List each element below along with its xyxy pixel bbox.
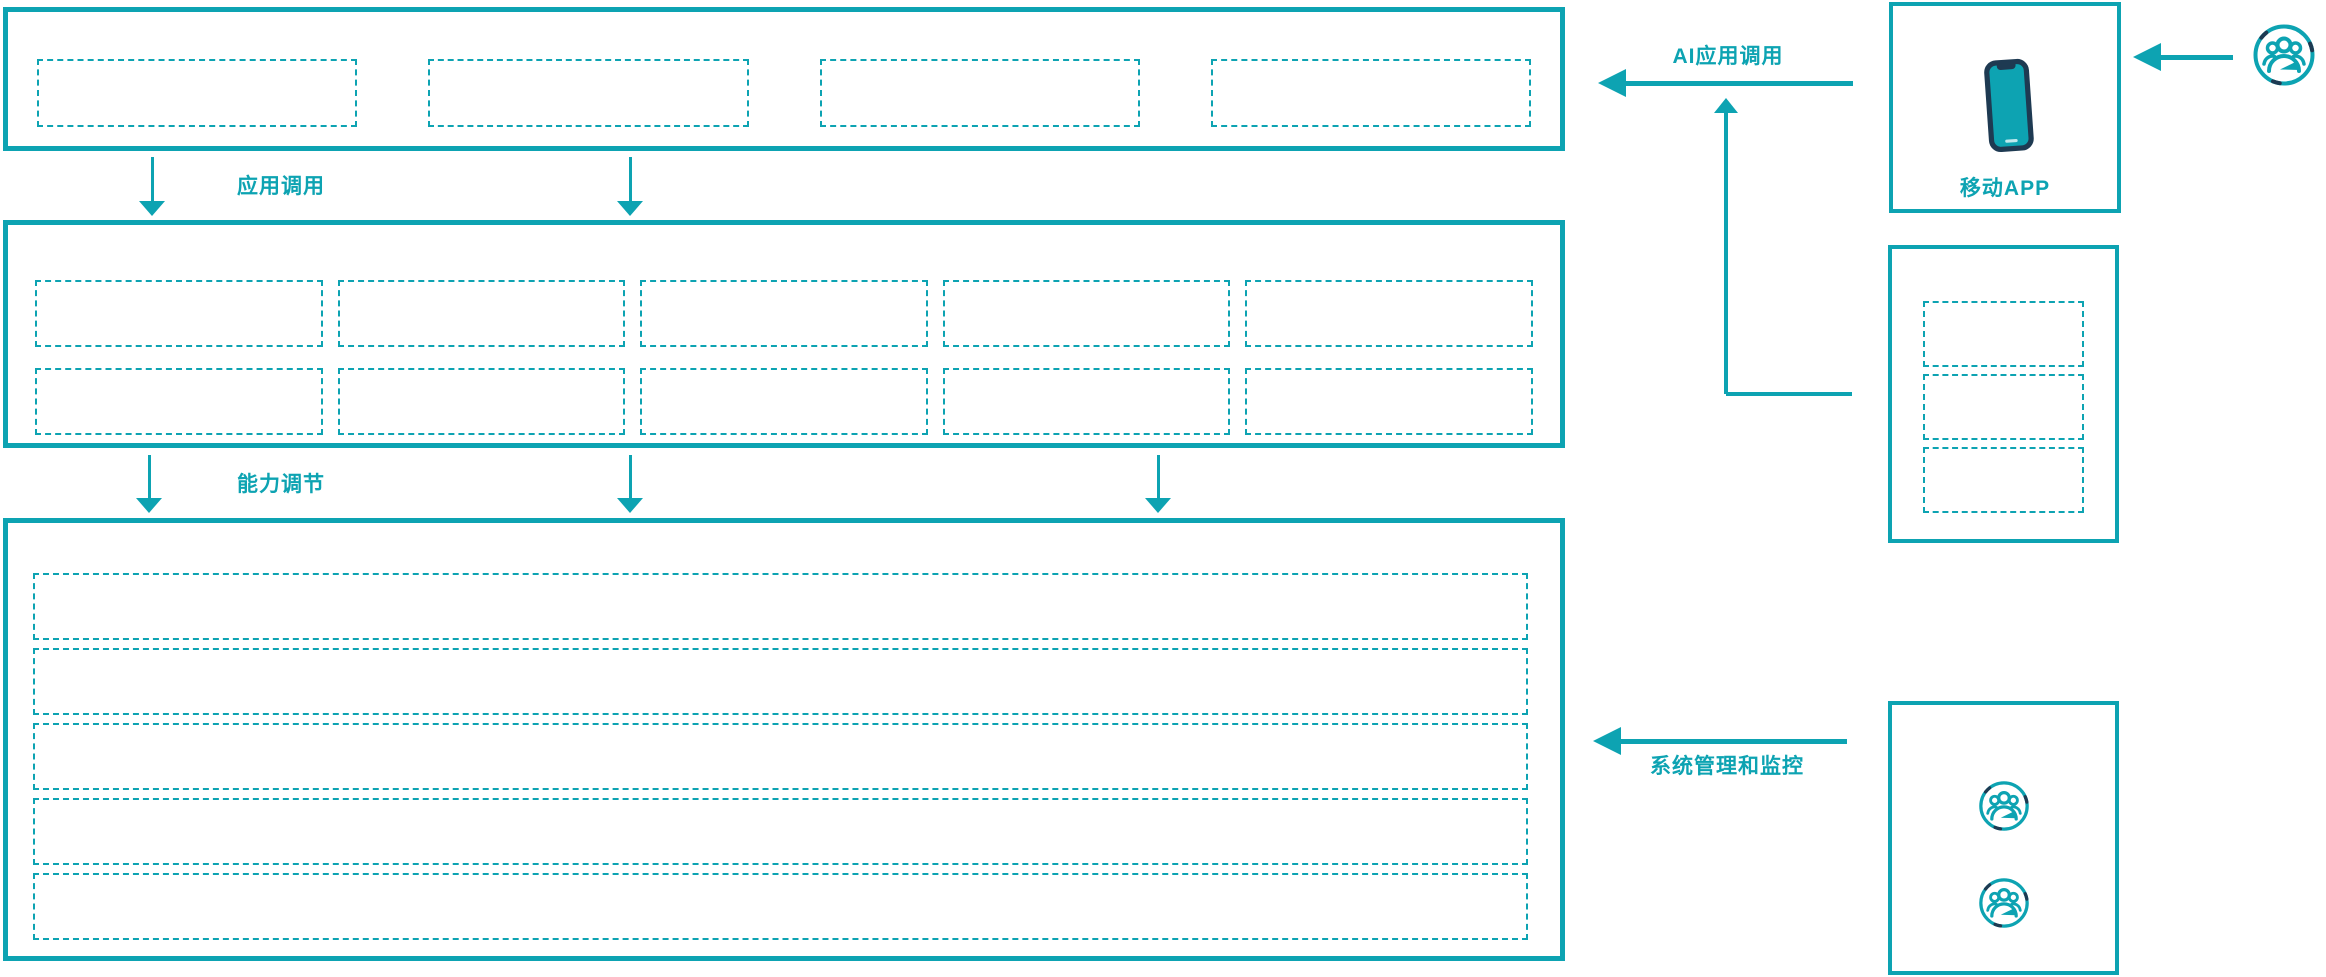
- smartphone-icon: [1981, 58, 2037, 154]
- connector-vertical-line: [1724, 112, 1728, 394]
- placeholder-row: [33, 873, 1528, 940]
- up-arrowhead: [1714, 98, 1738, 113]
- placeholder-box: [1210, 59, 1531, 127]
- admin-users-box: [1888, 701, 2119, 975]
- user-group-icon: [1978, 780, 2030, 832]
- placeholder-box: [640, 280, 928, 347]
- ai-app-call-label: AI应用调用: [1672, 45, 1784, 68]
- placeholder-box: [640, 367, 928, 435]
- placeholder-box: [337, 367, 626, 435]
- down-arrow: [136, 455, 162, 513]
- placeholder-box: [1923, 301, 2084, 367]
- down-arrow: [1145, 455, 1171, 513]
- mobile-app-label: 移动APP: [1959, 177, 2051, 200]
- placeholder-box: [1923, 374, 2084, 440]
- user-group-icon: [1978, 877, 2030, 929]
- capability-adjust-label: 能力调节: [237, 473, 325, 496]
- placeholder-row: [33, 723, 1528, 790]
- down-arrow: [617, 455, 643, 513]
- user-group-icon: [2252, 23, 2316, 87]
- left-arrow-system-mgmt: [1593, 727, 1847, 755]
- placeholder-box: [942, 280, 1231, 347]
- placeholder-box: [428, 59, 749, 127]
- placeholder-row: [33, 573, 1528, 640]
- placeholder-row: [33, 798, 1528, 865]
- middle-layer-container: [3, 220, 1565, 448]
- placeholder-box: [942, 367, 1231, 435]
- placeholder-box: [1245, 367, 1533, 435]
- left-arrow-ai-call: [1598, 69, 1853, 97]
- down-arrow: [139, 157, 165, 216]
- placeholder-box: [337, 280, 626, 347]
- connector-horizontal-line: [1726, 392, 1852, 396]
- mobile-app-box: 移动APP: [1889, 2, 2121, 213]
- left-arrow-user: [2133, 43, 2233, 71]
- placeholder-box: [35, 367, 323, 435]
- placeholder-box: [35, 280, 323, 347]
- right-panel-box: [1888, 245, 2119, 543]
- app-call-label: 应用调用: [237, 175, 325, 198]
- placeholder-box: [37, 59, 358, 127]
- placeholder-box: [1245, 280, 1533, 347]
- placeholder-box: [1923, 447, 2084, 513]
- down-arrow: [617, 157, 643, 216]
- system-mgmt-label: 系统管理和监控: [1650, 755, 1804, 778]
- placeholder-row: [33, 648, 1528, 715]
- top-layer-container: [3, 7, 1565, 151]
- bottom-layer-container: [3, 518, 1565, 961]
- placeholder-box: [819, 59, 1140, 127]
